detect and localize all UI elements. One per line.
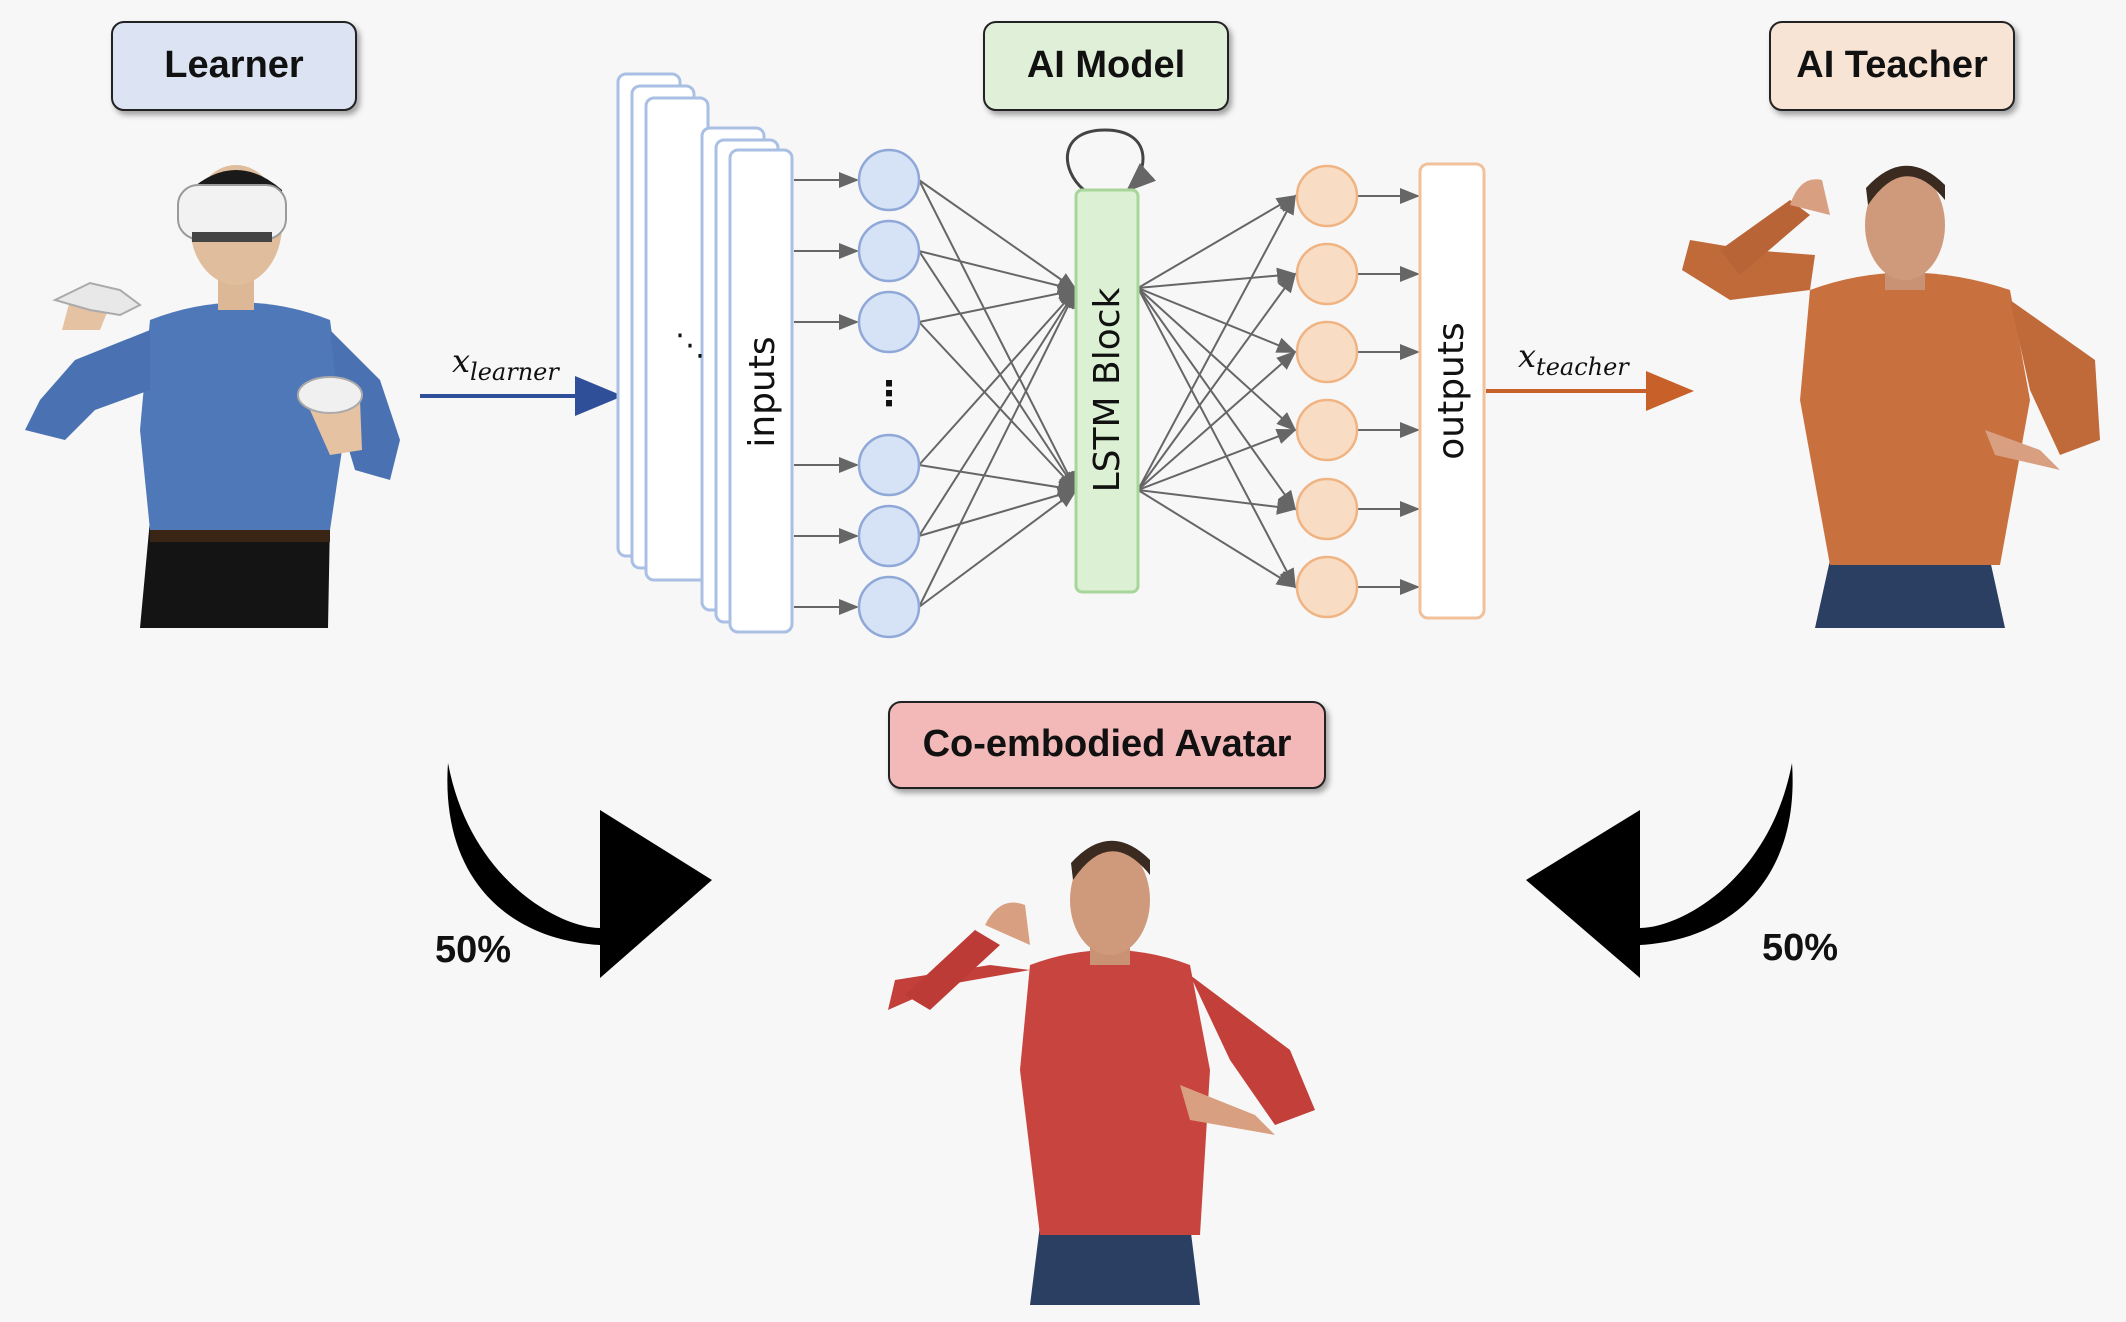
outputs-block: outputs bbox=[1418, 162, 1486, 620]
input-nodes-ellipsis: ⋮ bbox=[872, 374, 906, 414]
input-frames-front bbox=[700, 126, 794, 634]
input-to-lstm-edge bbox=[918, 488, 1078, 608]
input-to-lstm-edge bbox=[918, 288, 1077, 608]
frames-ellipsis: ⋱ bbox=[675, 328, 705, 363]
ai-teacher-title-box: AI Teacher bbox=[1769, 21, 2015, 111]
learner-title: Learner bbox=[164, 44, 304, 86]
x-teacher-signal: xteacher bbox=[1486, 337, 1694, 411]
input-to-lstm-edge bbox=[918, 250, 1078, 492]
x-learner-signal: xlearner bbox=[420, 342, 623, 416]
co-embodied-avatar-figure bbox=[888, 840, 1315, 1305]
ai-teacher-title: AI Teacher bbox=[1796, 44, 1988, 86]
lstm-block: LSTM Block bbox=[1065, 128, 1157, 594]
input-to-lstm-edge bbox=[918, 179, 1077, 492]
left-weight-label: 50% bbox=[435, 929, 511, 971]
left-merge-arrow bbox=[447, 763, 712, 978]
output-node bbox=[1295, 477, 1359, 541]
output-node bbox=[1295, 320, 1359, 384]
output-node bbox=[1295, 398, 1359, 462]
learner-title-box: Learner bbox=[111, 21, 357, 111]
lstm-to-output-edge bbox=[1137, 428, 1297, 491]
lstm-to-output-edge bbox=[1137, 267, 1297, 289]
co-avatar-title-box: Co-embodied Avatar bbox=[888, 701, 1326, 789]
lstm-to-output-edge bbox=[1137, 287, 1297, 353]
input-node bbox=[857, 504, 921, 568]
input-to-lstm-edge bbox=[918, 321, 1078, 492]
lstm-label: LSTM Block bbox=[1087, 287, 1128, 492]
input-nodes bbox=[857, 148, 921, 639]
output-node bbox=[1295, 242, 1359, 306]
input-node bbox=[857, 219, 921, 283]
ai-model-title: AI Model bbox=[1027, 44, 1185, 86]
lstm-to-output-edge bbox=[1137, 194, 1297, 289]
ai-model-title-box: AI Model bbox=[983, 21, 1229, 111]
learner-figure bbox=[25, 165, 400, 628]
lstm-to-output-edge bbox=[1137, 489, 1297, 515]
lstm-to-output-edge bbox=[1137, 489, 1297, 589]
lstm-to-output-edge bbox=[1137, 272, 1297, 491]
input-to-lstm-edge bbox=[918, 250, 1078, 294]
right-weight-label: 50% bbox=[1762, 927, 1838, 969]
x-learner-label: xlearner bbox=[452, 342, 560, 386]
co-avatar-title: Co-embodied Avatar bbox=[923, 723, 1292, 765]
x-teacher-label: xteacher bbox=[1518, 337, 1630, 381]
output-node bbox=[1295, 164, 1359, 228]
input-to-lstm-edge bbox=[918, 464, 1078, 496]
network-edges bbox=[794, 172, 1420, 615]
lstm-to-output-edge bbox=[1137, 287, 1296, 589]
recurrent-loop-arrow bbox=[1065, 128, 1157, 193]
lstm-to-output-edge bbox=[1137, 287, 1297, 432]
input-frames-back bbox=[616, 72, 710, 582]
input-to-lstm-edge bbox=[918, 179, 1078, 292]
input-to-lstm-edge bbox=[918, 285, 1078, 323]
ai-teacher-figure bbox=[1682, 165, 2100, 628]
input-to-lstm-edge bbox=[918, 487, 1078, 537]
input-to-lstm-edge bbox=[918, 288, 1078, 466]
outputs-label: outputs bbox=[1431, 322, 1472, 460]
input-node bbox=[857, 433, 921, 497]
right-merge-arrow bbox=[1526, 763, 1793, 978]
input-node bbox=[857, 575, 921, 639]
input-node bbox=[857, 290, 921, 354]
output-node bbox=[1295, 555, 1359, 619]
lstm-to-output-edge bbox=[1137, 350, 1297, 491]
inputs-label: inputs bbox=[742, 336, 783, 447]
output-nodes bbox=[1295, 164, 1359, 619]
input-node bbox=[857, 148, 921, 212]
lstm-to-output-edge bbox=[1137, 194, 1296, 491]
lstm-to-output-edge bbox=[1137, 287, 1297, 511]
input-to-lstm-edge bbox=[918, 288, 1078, 537]
